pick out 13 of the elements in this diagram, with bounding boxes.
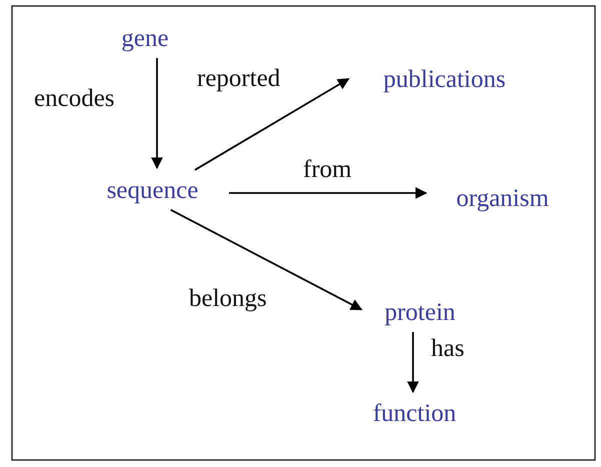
concept-label: publications (383, 66, 506, 92)
concept-label: sequence (106, 178, 198, 202)
concept-label: function (372, 400, 456, 426)
arrow (407, 332, 419, 394)
concept-label: protein (384, 300, 456, 324)
concept-label: gene (121, 26, 169, 50)
edge-label: reported (196, 66, 282, 92)
arrow (229, 187, 428, 199)
arrow (151, 58, 163, 170)
arrow (194, 78, 350, 171)
edge-label: belongs (188, 286, 268, 312)
arrow (170, 209, 362, 310)
concept-label: organism (456, 186, 549, 210)
